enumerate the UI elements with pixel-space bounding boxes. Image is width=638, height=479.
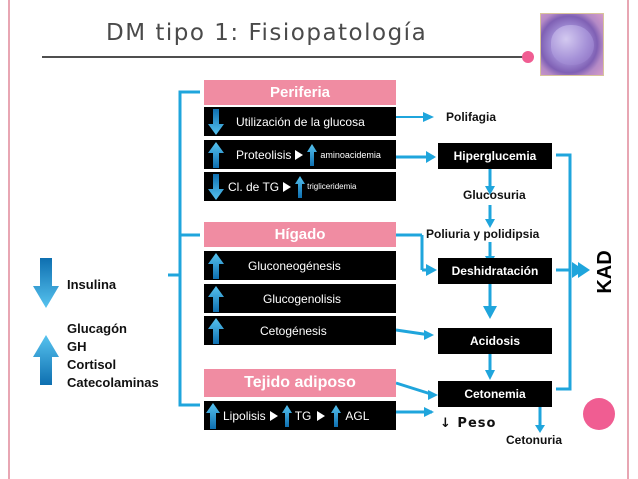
arrow-acidosis xyxy=(424,330,434,340)
frame-right-line xyxy=(627,0,629,479)
periferia-row2-text-a: Proteolisis xyxy=(236,147,292,162)
cetonuria-label: Cetonuria xyxy=(506,433,563,447)
glucosuria-label: Glucosuria xyxy=(463,188,526,202)
arrow-up-counterregulatory-icon xyxy=(33,335,59,385)
implies-arrow-icon xyxy=(295,149,304,160)
implies-arrow-icon xyxy=(317,410,326,421)
peso-label: ↓ Peso xyxy=(440,416,497,431)
gh-label: GH xyxy=(67,339,87,354)
arrow-up-icon xyxy=(208,141,224,168)
kad-container: KAD xyxy=(594,248,616,298)
periferia-header: Periferia xyxy=(204,80,396,105)
arrow-up-small-icon xyxy=(295,175,306,198)
arrow-hiperglucemia xyxy=(426,151,436,163)
frame-left-line xyxy=(8,0,10,479)
higado-row-glucogenolisis: Glucogenolisis xyxy=(204,284,396,313)
arrow-up-small-icon xyxy=(331,404,342,427)
higado-row3-text: Cetogénesis xyxy=(260,323,327,338)
arrow-up-icon xyxy=(208,285,224,312)
arrow-polifagia xyxy=(423,112,434,122)
polifagia-label: Polifagia xyxy=(446,110,497,124)
arrow-glucosuria xyxy=(485,186,495,195)
left-bracket-line xyxy=(178,90,200,407)
implies-arrow-icon xyxy=(283,181,292,192)
cortisol-label: Cortisol xyxy=(67,357,117,372)
poliuria-label: Poliuria y polidipsia xyxy=(426,227,540,241)
arrow-up-small-icon xyxy=(307,143,318,166)
islet-cluster xyxy=(551,25,594,65)
connector-adiposo-cetonemia xyxy=(395,381,435,397)
periferia-row3-text-b: trigliceridemia xyxy=(307,182,357,191)
kad-label: KAD xyxy=(594,250,616,294)
higado-row-cetogenesis: Cetogénesis xyxy=(204,316,396,345)
adiposo-text-agl: AGL xyxy=(345,408,370,423)
arrow-down-icon xyxy=(208,173,224,200)
arrow-up-icon xyxy=(208,317,224,344)
cetonemia-box: Cetonemia xyxy=(438,381,552,407)
arrow-down-insulina-icon xyxy=(33,258,59,308)
acidosis-box: Acidosis xyxy=(438,328,552,354)
periferia-row3-text-a: Cl. de TG xyxy=(228,179,280,194)
arrow-poliuria xyxy=(485,219,495,228)
right-bracket-line xyxy=(556,153,572,391)
arrow-cetonemia xyxy=(428,390,438,400)
periferia-row2-text-b: aminoacidemia xyxy=(320,149,381,160)
arrow-up-icon xyxy=(208,252,224,279)
arrow-up-small-icon xyxy=(281,404,292,427)
periferia-row-cl-tg: Cl. de TG trigliceridemia xyxy=(204,172,396,201)
adiposo-row-lipolisis: Lipolisis TG AGL xyxy=(204,401,396,430)
corner-dot-decoration xyxy=(583,398,615,430)
islet-micrograph-image xyxy=(540,13,604,76)
arrow-acidosis-down xyxy=(483,306,497,319)
periferia-row-glucose-use: Utilización de la glucosa xyxy=(204,107,396,136)
adiposo-text-tg: TG xyxy=(294,408,312,423)
periferia-row1-text: Utilización de la glucosa xyxy=(236,114,365,129)
insulina-label: Insulina xyxy=(67,277,117,292)
arrow-up-icon xyxy=(206,402,220,429)
hiperglucemia-box: Hiperglucemia xyxy=(438,143,552,169)
arrow-down-icon xyxy=(208,108,224,135)
adiposo-header: Tejido adiposo xyxy=(204,369,396,397)
deshidratacion-box: Deshidratación xyxy=(438,258,552,284)
arrow-deshidratacion xyxy=(426,264,437,276)
higado-row2-text: Glucogenolisis xyxy=(263,291,342,306)
title-dot-decoration xyxy=(522,51,534,63)
arrow-peso xyxy=(424,407,434,417)
periferia-row-proteolisis: Proteolisis aminoacidemia xyxy=(204,140,396,169)
adiposo-text-lipolisis: Lipolisis xyxy=(223,408,266,423)
title-underline xyxy=(42,56,530,58)
catecolaminas-label: Catecolaminas xyxy=(67,375,159,390)
implies-arrow-icon xyxy=(269,410,278,421)
higado-row-gluconeogenesis: Gluconeogénesis xyxy=(204,251,396,280)
higado-row1-text: Gluconeogénesis xyxy=(248,258,341,273)
arrow-cetonuria-down xyxy=(535,425,545,433)
arrow-cetonemia-down xyxy=(485,370,495,380)
higado-header: Hígado xyxy=(204,222,396,247)
page-title: DM tipo 1: Fisiopatología xyxy=(106,20,428,46)
arrow-kad-b xyxy=(578,262,590,278)
glucagon-label: Glucagón xyxy=(67,321,127,336)
